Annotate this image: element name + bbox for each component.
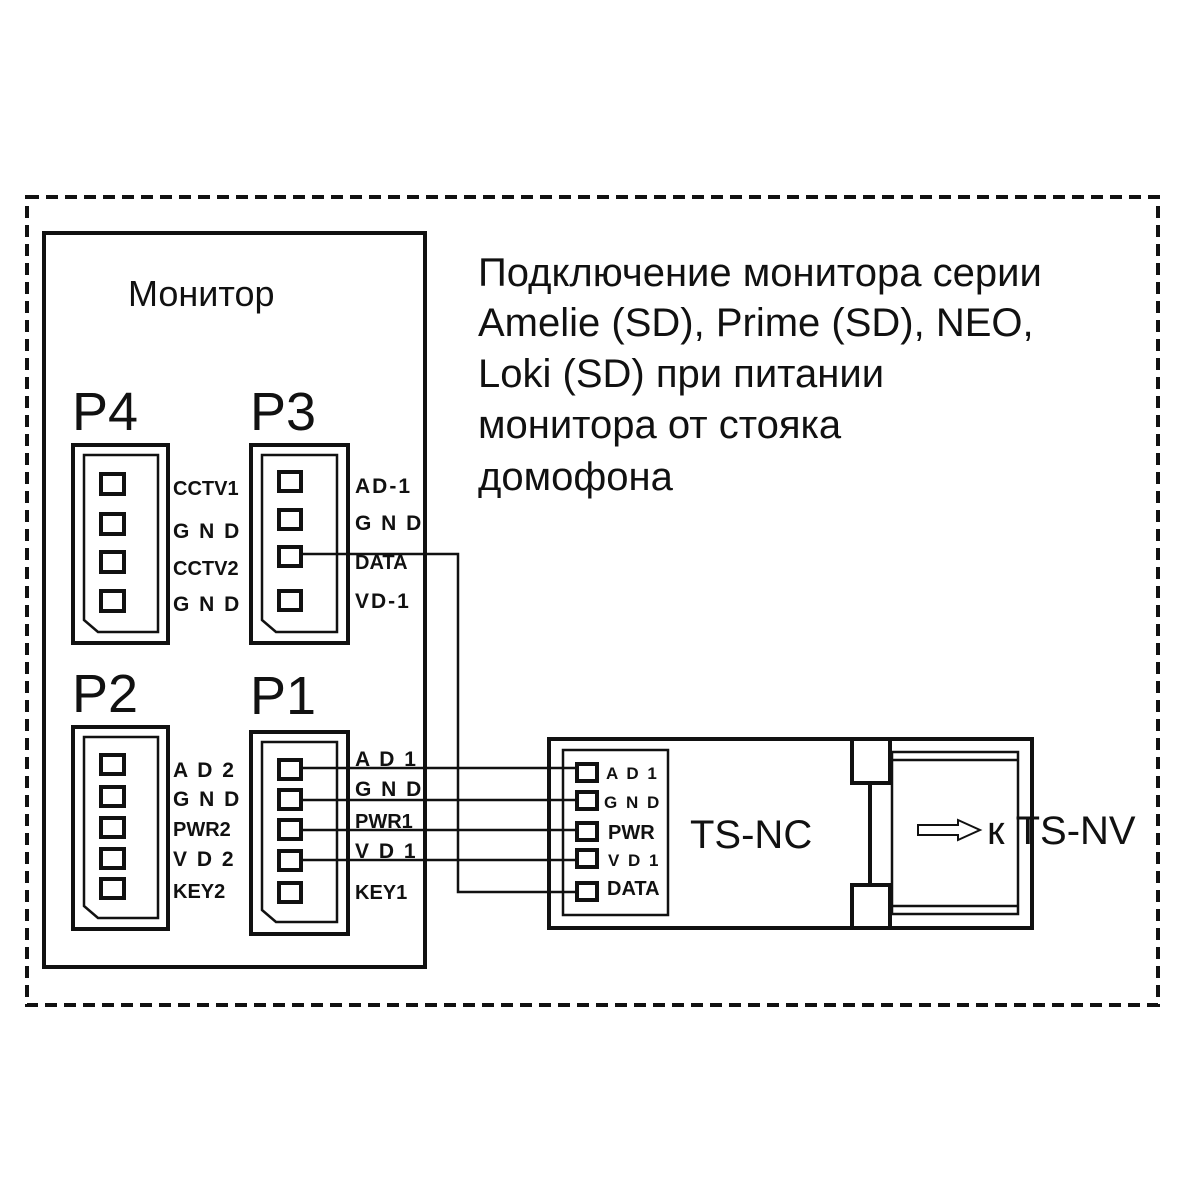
- p1-pin-3-label: PWR1: [355, 811, 413, 833]
- wire-data: [301, 552, 577, 894]
- p2-pin-4-label: V D 2: [173, 848, 236, 871]
- p3-pin-3-label: DATA: [355, 552, 408, 574]
- p4-pin-2-label: G N D: [173, 520, 241, 543]
- monitor-label: Монитор: [128, 273, 275, 314]
- wires: [301, 552, 577, 894]
- connector-p3: P3 AD-1 G N D DATA VD-1: [249, 382, 423, 645]
- connector-p4: P4 CCTV1 G N D CCTV2 G N D: [71, 382, 241, 645]
- ts-nc-label: TS-NC: [690, 813, 812, 857]
- title-line-5: домофона: [478, 455, 674, 499]
- title-line-3: Loki (SD) при питании: [478, 352, 884, 396]
- connector-p1: P1 A D 1 G N D PWR1 V D 1 KEY1: [249, 666, 423, 936]
- monitor-box: [42, 231, 427, 969]
- p2-pin-1-label: A D 2: [173, 759, 236, 782]
- ts-nv-arrow: к TS-NV: [917, 809, 1136, 853]
- p2-pin-3-label: PWR2: [173, 819, 231, 841]
- p3-pin-4-label: VD-1: [355, 590, 411, 613]
- p2-pin-5-label: KEY2: [173, 881, 225, 903]
- p4-pin-1-label: CCTV1: [173, 478, 239, 500]
- p1-pin-2-label: G N D: [355, 778, 423, 801]
- ts-nc-pin-2-label: G N D: [604, 793, 661, 812]
- p4-pin-4-label: G N D: [173, 593, 241, 616]
- p1-pin-1-label: A D 1: [355, 748, 418, 771]
- ts-nc-module: A D 1 G N D PWR V D 1 DATA TS-NC: [547, 737, 1034, 930]
- connector-p2: P2 A D 2 G N D PWR2 V D 2 KEY2: [71, 664, 241, 931]
- arrow-right-icon: [917, 818, 983, 842]
- connector-p2-name: P2: [72, 664, 138, 724]
- p2-pin-2-label: G N D: [173, 788, 241, 811]
- p4-pin-3-label: CCTV2: [173, 558, 239, 580]
- ts-nc-pin-4-label: V D 1: [608, 851, 661, 870]
- p1-pin-5-label: KEY1: [355, 882, 407, 904]
- ts-nc-pin-3-label: PWR: [608, 822, 655, 844]
- ts-nc-pin-5-label: DATA: [607, 878, 660, 900]
- title-line-1: Подключение монитора серии: [478, 251, 1042, 295]
- title-line-4: монитора от стояка: [478, 403, 842, 447]
- title-line-2: Amelie (SD), Prime (SD), NEO,: [478, 301, 1034, 345]
- p3-pin-1-label: AD-1: [355, 475, 412, 498]
- p1-pin-4-label: V D 1: [355, 840, 418, 863]
- ts-nv-label: к TS-NV: [987, 809, 1136, 853]
- connector-p3-name: P3: [250, 382, 316, 442]
- ts-nc-pin-1-label: A D 1: [606, 764, 659, 783]
- connector-p4-name: P4: [72, 382, 138, 442]
- connector-p1-name: P1: [250, 666, 316, 726]
- p3-pin-2-label: G N D: [355, 512, 423, 535]
